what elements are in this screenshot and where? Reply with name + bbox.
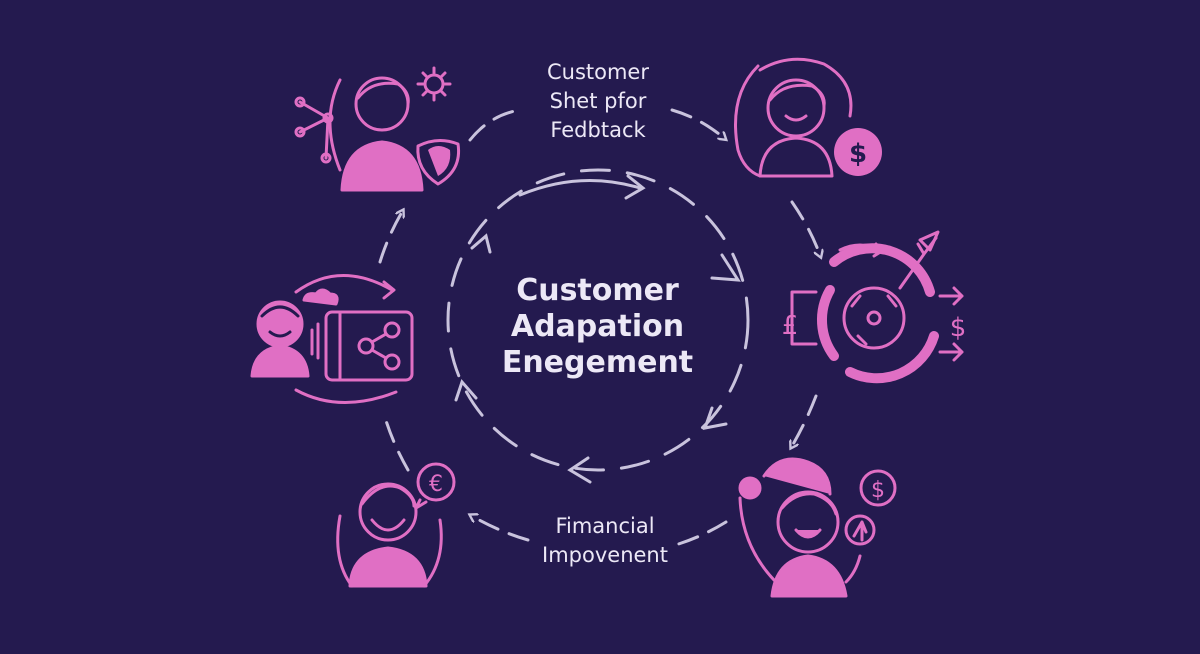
svg-text:$: $ [849,139,867,169]
arrow-label-to-bottomleft [472,516,530,542]
inner-cycle [446,168,750,484]
person-euro-icon: € [336,462,456,588]
bottom-label: Fimancial Impovenent [505,512,705,570]
arrow-bottomright-to-label [670,520,728,548]
person-share-device-icon [250,274,414,404]
inner-arrow-right-head [710,253,741,282]
center-title: Customer Adapation Enegement [470,273,725,381]
arrow-label-to-topright [670,108,724,138]
inner-arrow-left-head [454,379,478,402]
inner-arrow-top-head [624,174,646,200]
inner-arrow-top [518,178,642,197]
svg-text:$: $ [950,313,967,343]
inner-arrow-lowright-head [702,406,728,430]
center-title-line-3: Enegement [501,345,694,380]
top-label-line-3: Fedbtack [550,118,646,142]
svg-text:$: $ [871,478,885,503]
bottom-label-line-2: Impovenent [542,543,668,567]
bottom-label-line-1: Fimancial [555,514,655,538]
center-title-line-1: Customer [516,273,679,308]
person-network-shield-icon [294,66,461,192]
target-cycle-currency-icon: £ $ [782,230,967,384]
smiling-person-dollar-growth-icon: $ [738,457,897,598]
inner-dashed-circle [446,168,750,472]
svg-text:€: € [429,472,443,497]
svg-text:£: £ [782,311,799,341]
arrow-topright-to-right [790,200,820,255]
arrow-left-to-topleft [378,212,402,264]
inner-arrow-topleft-head [470,233,492,254]
inner-arrow-bottom-head [567,456,592,484]
arrow-right-to-bottomright [792,394,818,446]
top-label: Customer Shet pfor Fedbtack [510,58,686,145]
person-dollar-icon: $ [734,57,882,178]
top-label-line-2: Shet pfor [549,89,647,113]
center-title-line-2: Adapation [510,309,685,344]
outer-arrows [378,108,820,548]
top-label-line-1: Customer [546,60,649,84]
arrow-bottomleft-to-left [382,412,410,472]
arrow-topleft-to-label [468,108,522,142]
